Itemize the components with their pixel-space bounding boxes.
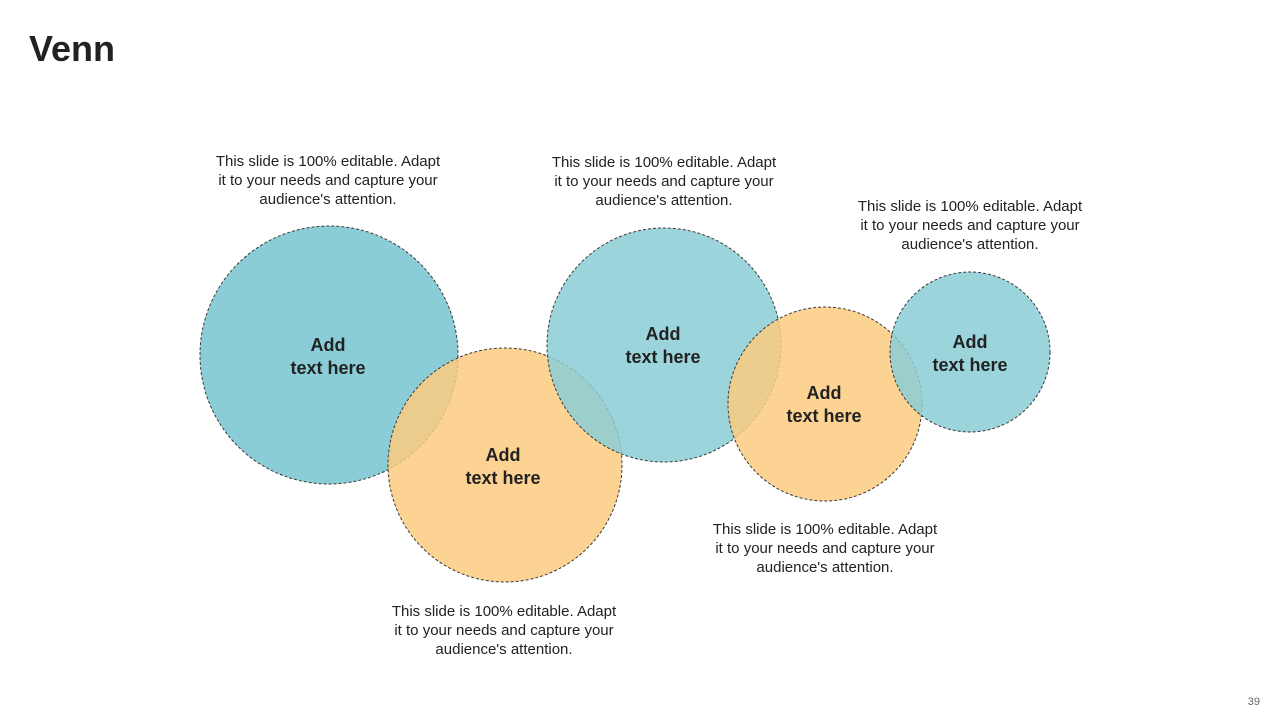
description-1-line3: audience's attention.: [259, 191, 397, 208]
page-title: Venn: [29, 28, 116, 69]
description-5: This slide is 100% editable. Adapt it to…: [379, 602, 629, 659]
description-2-line3: audience's attention.: [595, 192, 733, 209]
venn-circle-2[interactable]: [387, 347, 623, 583]
venn-circle-5[interactable]: [889, 271, 1051, 433]
description-5-line3: audience's attention.: [435, 641, 573, 658]
venn-label-3-line1: Add: [646, 324, 681, 344]
venn-circle-1[interactable]: [199, 225, 459, 485]
description-4: This slide is 100% editable. Adapt it to…: [700, 520, 950, 577]
venn-label-5-line1: Add: [953, 332, 988, 352]
description-4-line2: it to your needs and capture your: [715, 540, 935, 557]
venn-label-4-line2: text here: [786, 406, 861, 426]
venn-circle-shape-1: [199, 225, 459, 485]
venn-label-2-line2: text here: [465, 468, 540, 488]
description-3: This slide is 100% editable. Adapt it to…: [845, 197, 1095, 254]
venn-label-1-line1: Add: [311, 335, 346, 355]
venn-circle-shape-5: [889, 271, 1051, 433]
venn-label-5-line2: text here: [932, 355, 1007, 375]
venn-label-1-line2: text here: [290, 358, 365, 378]
description-5-line1: This slide is 100% editable. Adapt: [391, 603, 617, 620]
description-1-line2: it to your needs and capture your: [218, 172, 438, 189]
venn-circle-shape-2: [387, 347, 623, 583]
description-4-line3: audience's attention.: [756, 559, 894, 576]
venn-label-4-line1: Add: [807, 383, 842, 403]
description-2-line2: it to your needs and capture your: [554, 173, 774, 190]
description-4-line1: This slide is 100% editable. Adapt: [712, 521, 938, 538]
venn-label-2-line1: Add: [486, 445, 521, 465]
description-5-line2: it to your needs and capture your: [394, 622, 614, 639]
description-2-line1: This slide is 100% editable. Adapt: [551, 154, 777, 171]
description-3-line3: audience's attention.: [901, 236, 1039, 253]
description-3-line1: This slide is 100% editable. Adapt: [857, 198, 1083, 215]
description-3-line2: it to your needs and capture your: [860, 217, 1080, 234]
description-1-line1: This slide is 100% editable. Adapt: [215, 153, 441, 170]
page-number: 39: [1247, 696, 1260, 708]
description-1: This slide is 100% editable. Adapt it to…: [203, 152, 453, 209]
description-2: This slide is 100% editable. Adapt it to…: [539, 153, 789, 210]
venn-label-3-line2: text here: [625, 347, 700, 367]
